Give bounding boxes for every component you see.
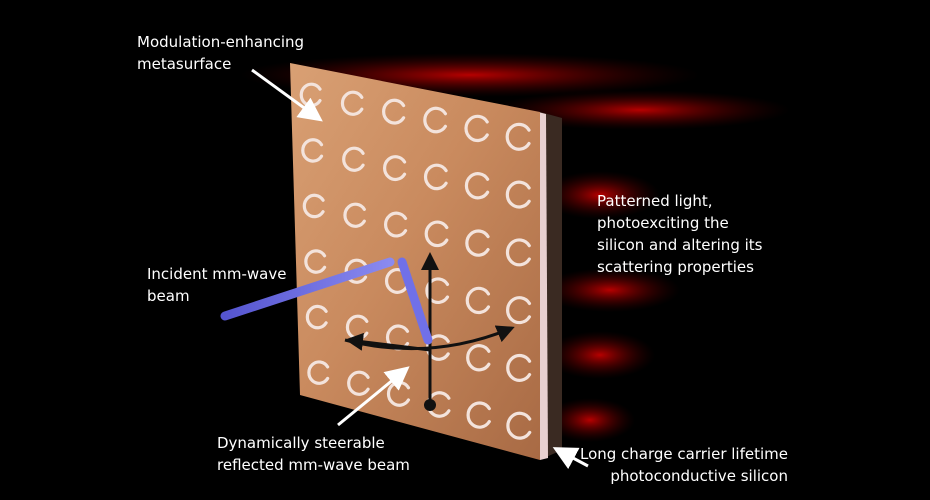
silicon-label-line1: Long charge carrier lifetime — [579, 445, 788, 463]
silicon-label-line2: photoconductive silicon — [610, 467, 788, 485]
split-ring-resonator — [505, 122, 531, 151]
split-ring-resonator — [466, 344, 491, 372]
incident-label-line1: Incident mm-wave — [147, 265, 287, 283]
incident-beam — [220, 257, 395, 321]
steering-arrows — [344, 252, 515, 411]
metasurface-label-line2: metasurface — [137, 55, 232, 73]
split-ring-resonator — [307, 360, 330, 385]
reflected-label-line1: Dynamically steerable — [217, 434, 385, 452]
split-ring-resonator — [342, 146, 365, 172]
incident-label-line2: beam — [147, 287, 190, 305]
incident-beam-label: Incident mm-wave beam — [147, 263, 286, 307]
split-ring-resonator — [344, 258, 368, 284]
split-ring-resonator — [466, 401, 491, 429]
metasurface-pointer-arrow — [251, 68, 323, 122]
split-ring-resonator — [425, 277, 450, 304]
split-ring-resonator — [465, 286, 491, 315]
light-label-line1: Patterned light, — [597, 192, 713, 210]
split-ring-resonator — [506, 411, 532, 440]
split-ring-resonator — [304, 249, 327, 274]
silicon-pointer-arrow — [552, 447, 589, 470]
split-ring-resonator — [505, 238, 531, 267]
reflected-pointer-arrow — [337, 366, 410, 427]
split-ring-resonator — [305, 304, 328, 330]
light-label-line4: scattering properties — [597, 258, 754, 276]
split-ring-resonator — [382, 98, 406, 125]
split-ring-resonator — [383, 155, 407, 182]
split-ring-resonator — [301, 138, 324, 163]
silicon-edge — [538, 112, 548, 460]
split-ring-resonator — [423, 163, 448, 191]
split-ring-resonator — [506, 353, 532, 382]
silicon-label: Long charge carrier lifetime photoconduc… — [576, 443, 788, 487]
metasurface-label: Modulation-enhancing metasurface — [137, 31, 304, 75]
split-ring-resonator — [384, 211, 408, 238]
split-ring-resonator — [347, 370, 370, 396]
reflected-beam — [397, 257, 433, 345]
split-ring-resonator — [340, 90, 364, 116]
light-label-line3: silicon and altering its — [597, 236, 763, 254]
split-ring-resonator — [506, 296, 532, 325]
split-ring-resonator — [343, 202, 366, 228]
split-ring-resonator — [423, 106, 447, 134]
light-label-line2: photoexciting the — [597, 214, 729, 232]
metasurface-plate — [290, 63, 540, 460]
reflected-label-line2: reflected mm-wave beam — [217, 456, 410, 474]
split-ring-resonator — [464, 114, 489, 143]
split-ring-resonator — [424, 220, 449, 248]
patterned-light-label: Patterned light, photoexciting the silic… — [597, 190, 762, 278]
split-ring-resonator — [465, 229, 490, 257]
split-ring-resonator — [464, 172, 490, 200]
reflected-beam-label: Dynamically steerable reflected mm-wave … — [217, 432, 410, 476]
split-ring-resonator — [302, 193, 325, 219]
metasurface-label-line1: Modulation-enhancing — [137, 33, 305, 51]
split-ring-resonator — [505, 180, 531, 209]
